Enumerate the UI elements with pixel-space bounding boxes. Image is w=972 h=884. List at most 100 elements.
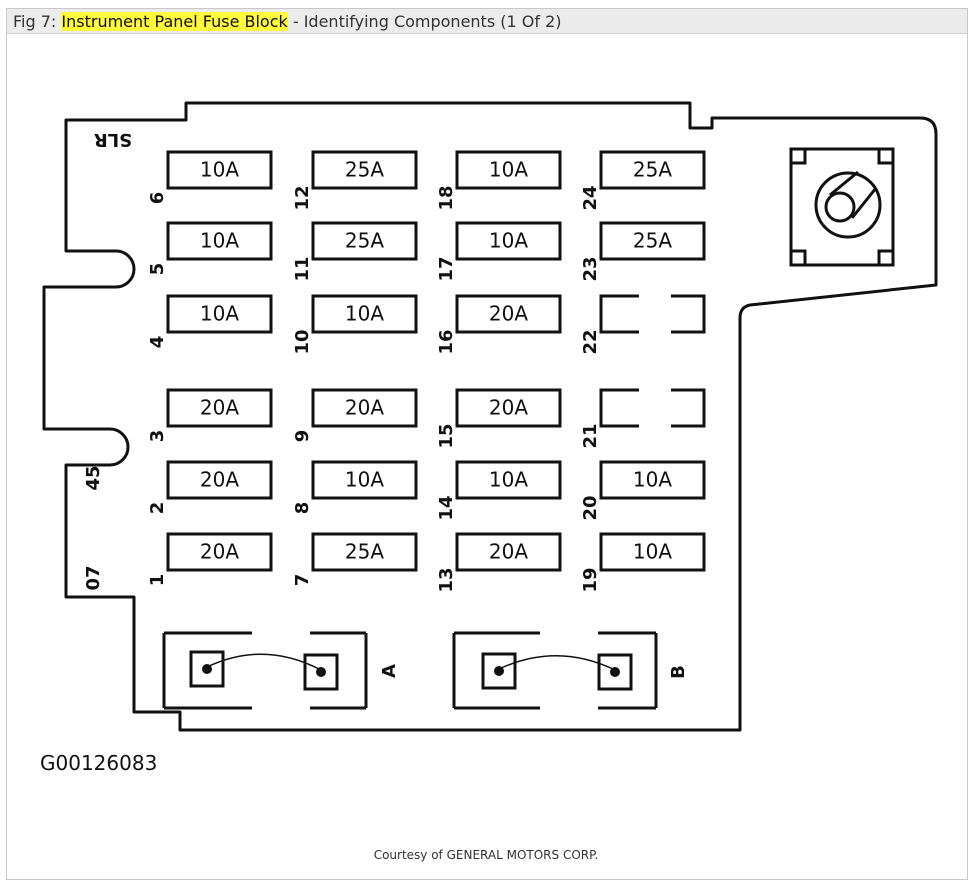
fuse-number: 17 <box>436 256 457 281</box>
fuse-rating: 25A <box>345 158 384 182</box>
fuse-slot <box>166 150 273 190</box>
fuse-20: 10A 20 <box>580 460 706 521</box>
fuse-23: 25A 23 <box>580 221 706 282</box>
fuse-rating: 25A <box>633 229 672 253</box>
fuse-rating: 20A <box>489 302 528 326</box>
title-rest: - Identifying Components (1 Of 2) <box>287 12 562 31</box>
fuse-12: 25A 12 <box>292 150 418 211</box>
fuse-slot <box>166 460 273 500</box>
fuse-19: 10A 19 <box>580 532 706 593</box>
fuse-rating: 25A <box>633 158 672 182</box>
empty-fuse-slot <box>599 388 706 428</box>
fuse-rating: 10A <box>200 302 239 326</box>
fuse-rating: 20A <box>345 396 384 420</box>
fuse-number: 13 <box>436 567 457 592</box>
fuse-2: 20A 2 <box>147 460 273 515</box>
fuse-16: 20A 16 <box>436 294 562 355</box>
fuse-rating: 10A <box>489 468 528 492</box>
fuse-slot <box>455 221 562 261</box>
figure-header: Fig 7: Instrument Panel Fuse Block - Ide… <box>7 9 967 34</box>
fuse-number: 22 <box>580 329 601 354</box>
fuse-4: 10A 4 <box>147 294 273 349</box>
fuse-slot <box>455 460 562 500</box>
side-label-45: 45 <box>83 465 104 490</box>
fuse-slot <box>311 460 418 500</box>
fuse-number: 19 <box>580 567 601 592</box>
fuse-13: 20A 13 <box>436 532 562 593</box>
relay-a: A <box>162 631 400 710</box>
fuse-slot <box>166 294 273 334</box>
fuse-rating: 10A <box>489 158 528 182</box>
relay-b-label: B <box>668 665 689 679</box>
fuse-rating: 10A <box>345 468 384 492</box>
fuse-slot <box>599 150 706 190</box>
fuse-number: 24 <box>580 185 601 210</box>
fuse-number: 5 <box>147 263 168 276</box>
fuse-slot <box>455 150 562 190</box>
fuse-number: 1 <box>147 574 168 587</box>
fuse-block-outline <box>42 101 938 732</box>
rotary-switch <box>789 147 895 267</box>
fuse-slot <box>166 221 273 261</box>
fuse-number: 12 <box>292 185 313 210</box>
fuse-slot <box>166 532 273 572</box>
fuse-1: 20A 1 <box>147 532 273 587</box>
fuse-11: 25A 11 <box>292 221 418 282</box>
figure-caption: Fig 7: Instrument Panel Fuse Block - Ide… <box>13 12 562 31</box>
relay-a-label: A <box>379 664 400 678</box>
fuse-number: 6 <box>147 192 168 205</box>
fuse-rating: 25A <box>345 229 384 253</box>
fuse-number: 2 <box>147 502 168 515</box>
fuse-rating: 20A <box>200 396 239 420</box>
fuse-5: 10A 5 <box>147 221 273 276</box>
fuse-rating: 25A <box>345 540 384 564</box>
slr-label: SLR <box>94 129 132 150</box>
fuse-slot <box>599 460 706 500</box>
fuse-6: 10A 6 <box>147 150 273 205</box>
figure-id: G00126083 <box>40 751 158 775</box>
empty-fuse-slot <box>599 294 706 334</box>
courtesy-note: Courtesy of GENERAL MOTORS CORP. <box>373 848 599 862</box>
fuse-slot <box>455 294 562 334</box>
fuse-8: 10A 8 <box>292 460 418 515</box>
fuse-number: 15 <box>436 423 457 448</box>
fuse-number: 21 <box>580 423 601 448</box>
side-label-07: 07 <box>83 565 104 590</box>
fuse-number: 16 <box>436 329 457 354</box>
fuse-slot <box>599 532 706 572</box>
fuse-number: 18 <box>436 185 457 210</box>
fuse-number: 4 <box>147 336 168 349</box>
fuse-number: 8 <box>292 502 313 515</box>
fuse-18: 10A 18 <box>436 150 562 211</box>
fuse-grid: 10A625A1210A1825A2410A525A1110A1725A2310… <box>147 150 706 593</box>
fuse-rating: 10A <box>489 229 528 253</box>
fuse-number: 11 <box>292 256 313 281</box>
fuse-rating: 20A <box>200 540 239 564</box>
fuse-number: 23 <box>580 256 601 281</box>
fig-label: Fig 7: <box>13 12 62 31</box>
fuse-slot <box>455 388 562 428</box>
fuse-rating: 10A <box>633 540 672 564</box>
fuse-17: 10A 17 <box>436 221 562 282</box>
fuse-number: 20 <box>580 495 601 520</box>
fuse-rating: 20A <box>489 540 528 564</box>
fuse-rating: 10A <box>200 229 239 253</box>
fuse-rating: 10A <box>633 468 672 492</box>
fuse-slot <box>311 221 418 261</box>
fuse-rating: 10A <box>200 158 239 182</box>
fuse-slot <box>311 294 418 334</box>
fuse-21: 21 <box>580 388 706 449</box>
fuse-slot <box>599 221 706 261</box>
fuse-slot <box>311 532 418 572</box>
fuse-slot <box>166 388 273 428</box>
fuse-slot <box>311 388 418 428</box>
relay-b: B <box>452 631 689 710</box>
fuse-number: 7 <box>292 574 313 587</box>
fuse-slot <box>311 150 418 190</box>
highlighted-title: Instrument Panel Fuse Block <box>61 12 288 31</box>
fuse-rating: 20A <box>200 468 239 492</box>
